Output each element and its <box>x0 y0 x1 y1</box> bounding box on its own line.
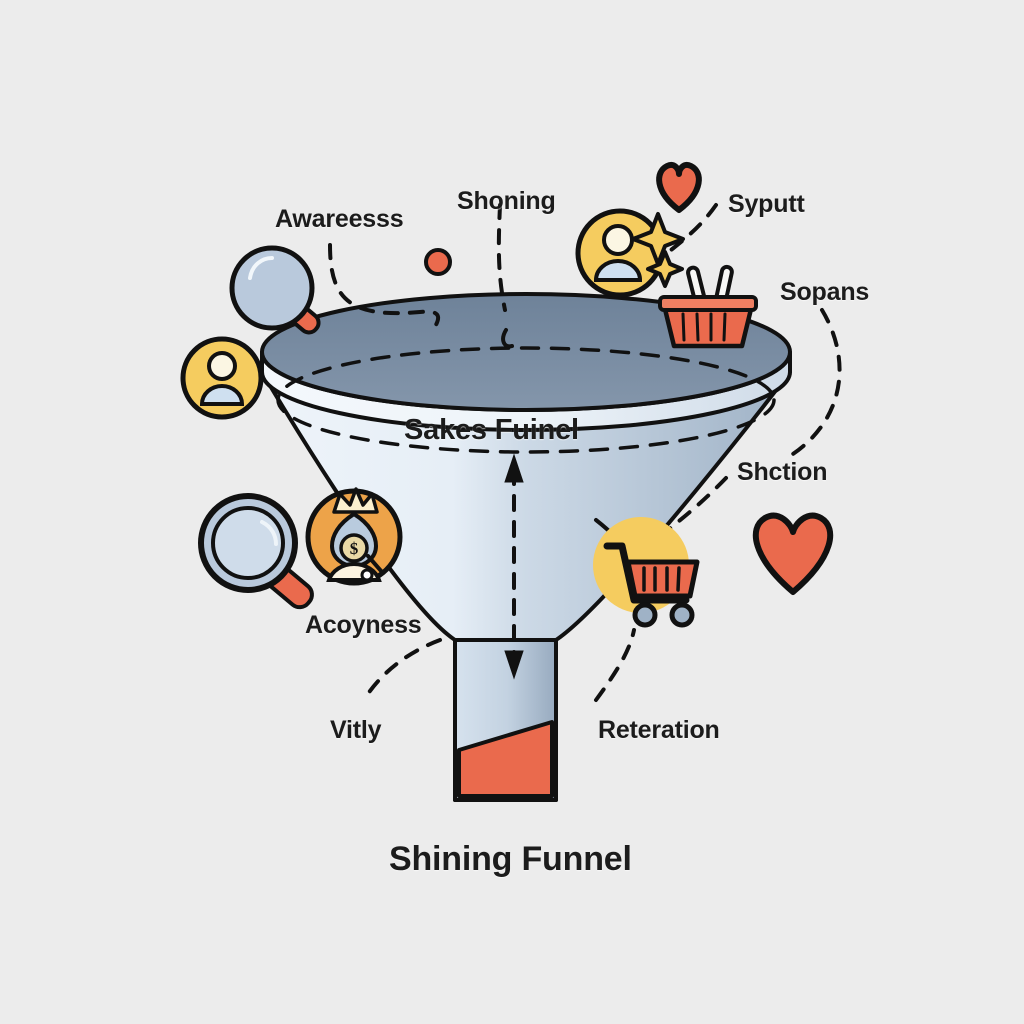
dot-marker-icon <box>424 248 452 276</box>
heart-icon <box>752 512 834 595</box>
person-avatar-icon <box>180 336 264 420</box>
magnifying-glass-icon <box>229 245 321 335</box>
magnifying-glass-icon <box>198 493 314 610</box>
flow-axis <box>504 453 524 680</box>
funnel-shape <box>260 292 792 802</box>
stage-label-shction: Shction <box>737 458 828 486</box>
shopping-cart-icon <box>603 542 700 628</box>
shopping-basket-icon <box>658 264 758 349</box>
stage-label-acoyness: Acoyness <box>305 611 422 639</box>
stage-label-reteration: Reteration <box>598 716 720 744</box>
stage-label-shopping: Shoning <box>457 187 556 215</box>
svg-text:$: $ <box>350 539 359 558</box>
stage-label-vitly: Vitly <box>330 716 382 744</box>
stage-label-syput: Syputt <box>728 190 805 218</box>
stage-label-sopans: Sopans <box>780 278 870 306</box>
connector-lines <box>328 203 842 702</box>
money-bag-crown-icon: $ <box>305 487 403 586</box>
funnel-center-label: Sakes Fuinel <box>404 414 579 446</box>
diagram-title: Shining Funnel <box>389 840 632 878</box>
person-sparkle-icon <box>575 208 685 298</box>
stage-label-awareness: Awareesss <box>275 205 404 233</box>
heart-icon <box>656 162 702 213</box>
